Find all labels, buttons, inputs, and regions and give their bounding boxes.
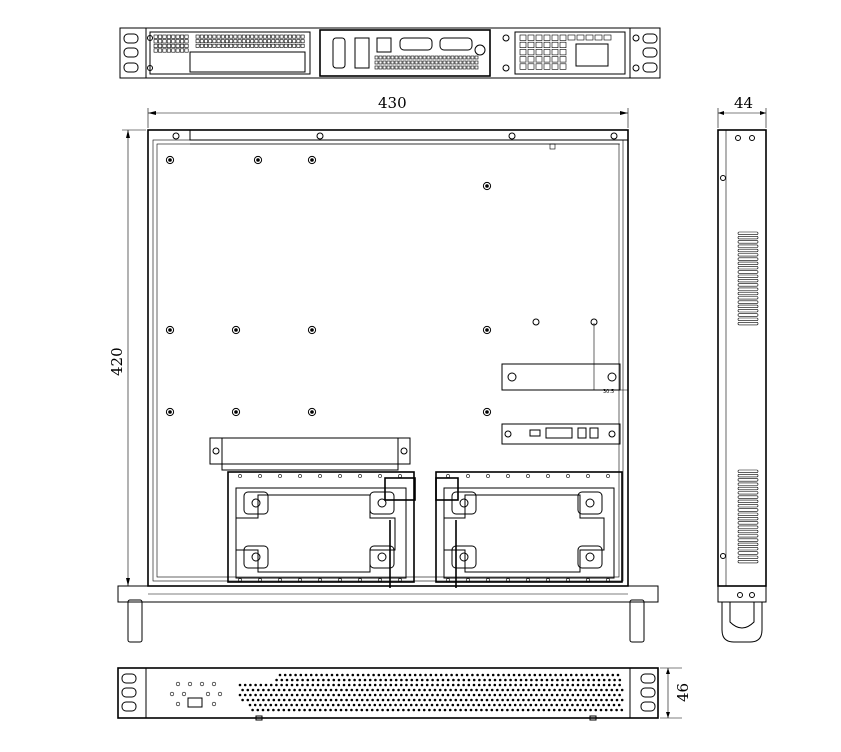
rear-ear-right xyxy=(640,673,656,712)
io-port-grid-left xyxy=(153,34,305,53)
dimension-depth: 420 xyxy=(108,129,146,587)
drive-cage-right xyxy=(435,471,623,588)
dimension-rear-height: 46 xyxy=(660,667,692,719)
rear-view: 46 xyxy=(117,667,692,721)
rear-ear-left xyxy=(121,673,137,712)
cage-rivets xyxy=(238,474,610,582)
dimension-side-height: 44 xyxy=(717,94,767,128)
side-vent-slots xyxy=(737,231,759,564)
dimension-depth-label: 420 xyxy=(108,347,126,376)
dimension-width: 430 xyxy=(147,94,629,128)
dimension-side-height-label: 44 xyxy=(734,94,753,112)
front-ears xyxy=(117,585,659,643)
rear-panel-holes xyxy=(169,681,223,707)
dimension-rear-height-label: 46 xyxy=(674,683,692,702)
side-view: 44 xyxy=(717,94,767,643)
io-port-grid-right xyxy=(519,34,612,70)
rear-ventilation-perforation xyxy=(238,673,624,712)
rack-ear-right xyxy=(642,33,658,73)
psu-bracket xyxy=(209,437,411,471)
front-panel-board xyxy=(501,423,621,445)
top-view: 30.5 xyxy=(108,94,659,643)
dimension-width-label: 430 xyxy=(378,94,407,112)
riser-bracket: 30.5 xyxy=(501,318,628,395)
io-port-grid-center xyxy=(374,55,479,70)
drive-cage-left xyxy=(227,471,416,588)
motherboard-standoffs xyxy=(165,155,492,417)
svg-text:30.5: 30.5 xyxy=(603,389,614,395)
front-view xyxy=(119,27,661,79)
rack-ear-left xyxy=(123,33,139,73)
